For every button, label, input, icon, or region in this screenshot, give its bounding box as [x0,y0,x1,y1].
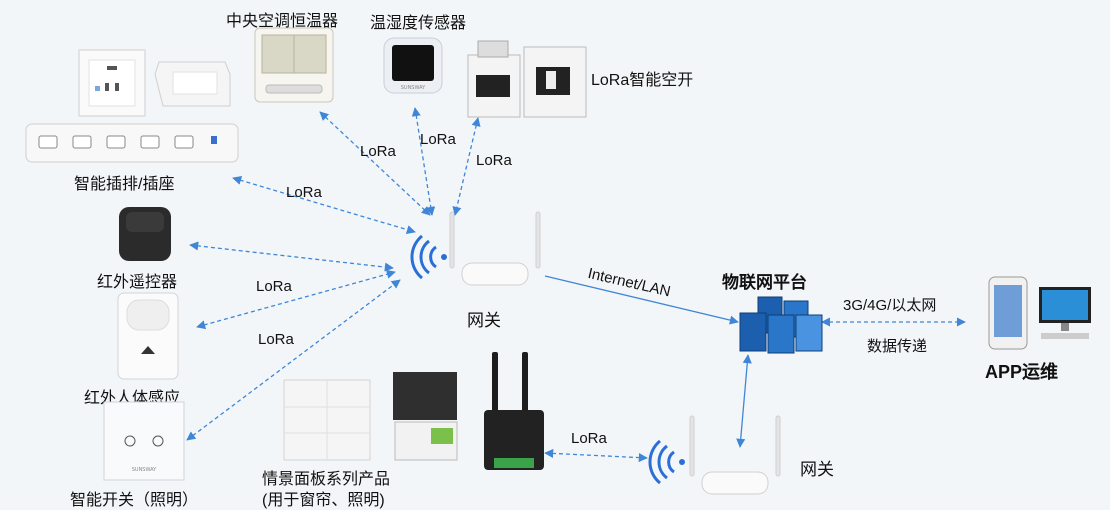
lora-label-ir-remote: LoRa [256,278,292,295]
lora-label-thermostat: LoRa [360,143,396,160]
lora-link-switch [186,279,401,441]
lora-link-ir-remote [189,241,394,272]
lora-label-pir: LoRa [258,331,294,348]
gateway-top-label: 网关 [467,311,501,330]
data-transfer-label: 数据传递 [867,338,928,355]
ir-remote-label: 红外遥控器 [97,274,178,291]
scene-panel-device [283,370,468,462]
wifi-icon [648,439,688,485]
humidity-sensor-device: SUNSWAY [383,37,443,94]
gateway-bottom-device [680,412,790,498]
wall-socket-device [77,48,232,120]
wifi-icon [410,234,450,280]
platform-label: 物联网平台 [722,273,807,292]
lora-label-humidity: LoRa [420,131,456,148]
mobile-label: 3G/4G/以太网 [843,297,937,314]
lora-link-pir [196,269,396,330]
smart-switch-device: SUNSWAY [103,401,185,481]
lora-link-power-strip [232,175,416,235]
platform-servers-icon [738,295,826,355]
breaker-label: LoRa智能空开 [591,72,694,89]
gateway-top-device [440,208,550,288]
power-strip-device [25,122,239,164]
humidity-sensor-label: 温湿度传感器 [370,15,467,32]
gateway-bottom-label: 网关 [800,460,834,479]
thermostat-device [254,27,334,103]
platform-gateway-link [736,354,752,448]
app-label: APP运维 [985,362,1059,382]
app-devices-icon [985,275,1093,351]
breaker-device [466,37,588,119]
lora-label-power-strip: LoRa [286,184,322,201]
lora-link-thermostat [319,111,431,216]
lora-link-humidity [411,107,436,216]
lora-label-breaker: LoRa [476,152,512,169]
lora-link-breaker [452,117,481,216]
svg-text:SUNSWAY: SUNSWAY [401,85,426,91]
lora-link-bottom [544,448,648,463]
pir-sensor-device [117,292,179,380]
ir-remote-device [118,206,172,262]
svg-text:SUNSWAY: SUNSWAY [132,467,157,473]
scene-panel-label-1: 情景面板系列产品 [262,471,391,488]
lora-label-bottom: LoRa [571,430,607,447]
thermostat-label: 中央空调恒温器 [226,13,339,30]
scene-panel-label-2: (用于窗帘、照明) [262,492,385,509]
smart-switch-label: 智能开关（照明） [70,492,199,509]
power-strip-label: 智能插排/插座 [74,176,175,193]
lora-controller-device [482,350,546,475]
internet-link [544,275,739,325]
